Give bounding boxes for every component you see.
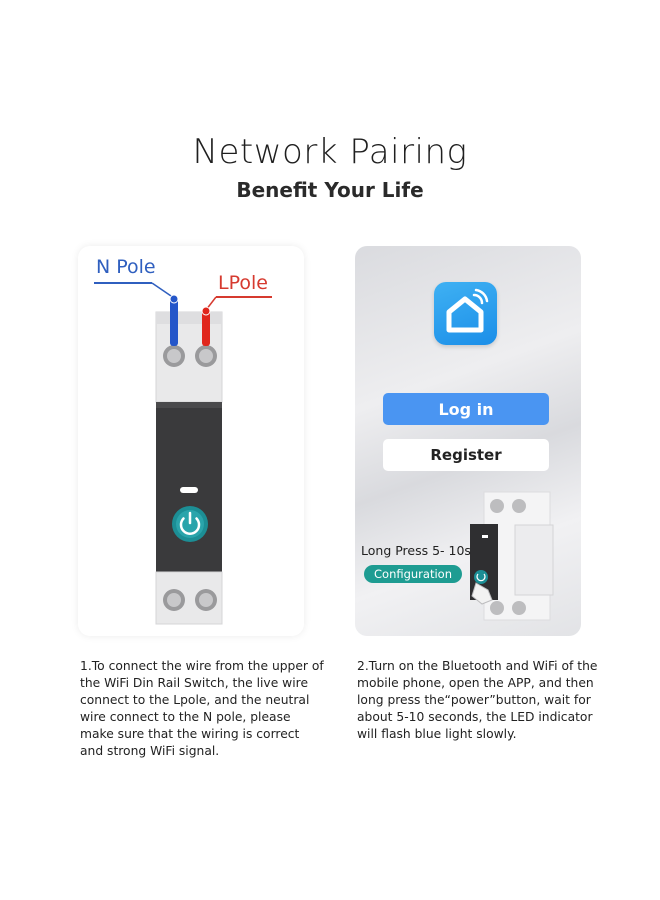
configuration-badge: Configuration bbox=[364, 565, 462, 583]
page-title: Network Pairing bbox=[192, 132, 468, 172]
l-pole-label: LPole bbox=[218, 272, 268, 294]
register-button[interactable]: Register bbox=[383, 439, 549, 471]
step-1-description: 1.To connect the wire from the upper of … bbox=[80, 659, 324, 758]
l-pole-underline bbox=[216, 296, 272, 298]
n-pole-underline bbox=[94, 282, 152, 284]
smart-home-icon[interactable] bbox=[434, 282, 497, 345]
long-press-label: Long Press 5- 10s bbox=[361, 543, 471, 558]
login-button[interactable]: Log in bbox=[383, 393, 549, 425]
n-pole-label: N Pole bbox=[96, 256, 156, 278]
step-2-description: 2.Turn on the Bluetooth and WiFi of the … bbox=[357, 659, 598, 741]
page-subtitle: Benefit Your Life bbox=[236, 178, 424, 202]
